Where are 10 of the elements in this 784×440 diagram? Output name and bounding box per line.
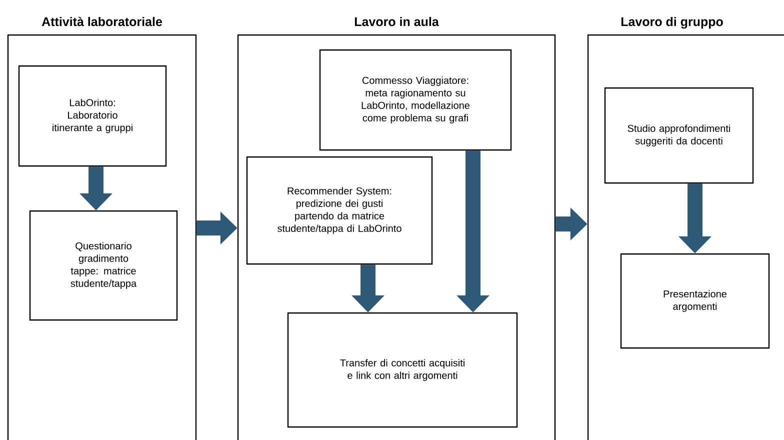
column-heading: Lavoro in aula (354, 16, 439, 26)
column-heading: Lavoro di gruppo (621, 16, 723, 29)
process-box: Recommender System: predizione dei gusti partendo da matrice studente/tappa di LabOrinto (246, 156, 433, 265)
process-box: Studio approfondimenti suggeriti da docenti (604, 87, 754, 184)
process-box: LabOrinto: Laboratorio itinerante a gruppi (18, 65, 167, 167)
column-heading: Attività laboratoriale (42, 16, 162, 26)
process-box: Commesso Viaggiatore: meta ragionamento su LabOrinto, modellazione come problema su grafi (319, 49, 512, 151)
process-box: Transfer di concetti acquisiti e link con altri argomenti (287, 312, 518, 428)
process-box: Questionario gradimento tappe: matrice studente/tappa (29, 210, 178, 321)
process-box: Presentazione argomenti (620, 253, 770, 349)
